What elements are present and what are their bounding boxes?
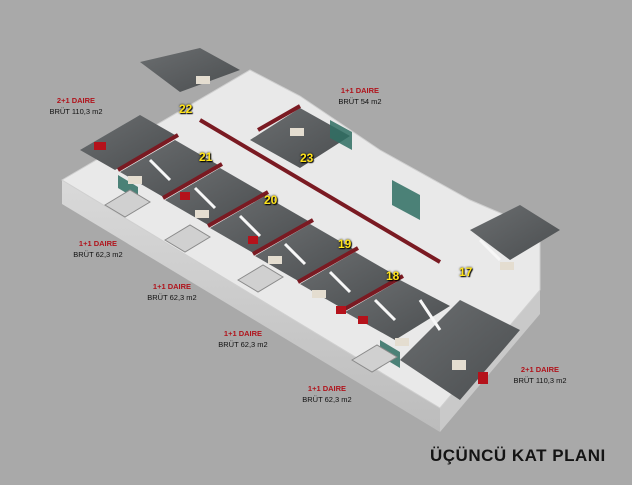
unit-number-22: 22 bbox=[179, 102, 193, 116]
unit-area: BRÜT 62,3 m2 bbox=[218, 340, 268, 349]
unit-label-20: 1+1 DAIRE BRÜT 62,3 m2 bbox=[134, 281, 210, 303]
unit-number-23: 23 bbox=[300, 151, 314, 165]
unit-area: BRÜT 110,3 m2 bbox=[513, 376, 567, 385]
unit-label-22: 2+1 DAIRE BRÜT 110,3 m2 bbox=[38, 95, 114, 117]
unit-type: 1+1 DAIRE bbox=[223, 329, 263, 338]
unit-type: 1+1 DAIRE bbox=[78, 239, 118, 248]
unit-number-19: 19 bbox=[338, 237, 352, 251]
unit-type: 1+1 DAIRE bbox=[307, 384, 347, 393]
unit-number-17: 17 bbox=[459, 265, 473, 279]
unit-label-21: 1+1 DAIRE BRÜT 62,3 m2 bbox=[60, 238, 136, 260]
unit-label-23: 1+1 DAIRE BRÜT 54 m2 bbox=[322, 85, 398, 107]
furniture-sofas bbox=[94, 142, 488, 384]
unit-number-21: 21 bbox=[199, 150, 213, 164]
unit-number-20: 20 bbox=[264, 193, 278, 207]
unit-type: 1+1 DAIRE bbox=[152, 282, 192, 291]
unit-area: BRÜT 110,3 m2 bbox=[49, 107, 103, 116]
accent-walls bbox=[116, 104, 442, 312]
unit-type: 2+1 DAIRE bbox=[56, 96, 96, 105]
unit-label-19: 1+1 DAIRE BRÜT 62,3 m2 bbox=[205, 328, 281, 350]
unit-number-18: 18 bbox=[386, 269, 400, 283]
glass-panels bbox=[118, 120, 420, 368]
unit-area: BRÜT 54 m2 bbox=[338, 97, 382, 106]
unit-floors bbox=[80, 48, 560, 400]
partition-walls bbox=[148, 158, 502, 331]
unit-area: BRÜT 62,3 m2 bbox=[147, 293, 197, 302]
unit-area: BRÜT 62,3 m2 bbox=[302, 395, 352, 404]
building-base-side bbox=[62, 180, 440, 432]
unit-area: BRÜT 62,3 m2 bbox=[73, 250, 123, 259]
page-title: ÜÇÜNCÜ KAT PLANI bbox=[430, 446, 606, 465]
unit-label-18: 1+1 DAIRE BRÜT 62,3 m2 bbox=[289, 383, 365, 405]
furniture-misc bbox=[128, 76, 514, 370]
unit-type: 1+1 DAIRE bbox=[340, 86, 380, 95]
unit-type: 2+1 DAIRE bbox=[520, 365, 560, 374]
stairs bbox=[104, 189, 398, 373]
unit-label-17: 2+1 DAIRE BRÜT 110,3 m2 bbox=[502, 364, 578, 386]
